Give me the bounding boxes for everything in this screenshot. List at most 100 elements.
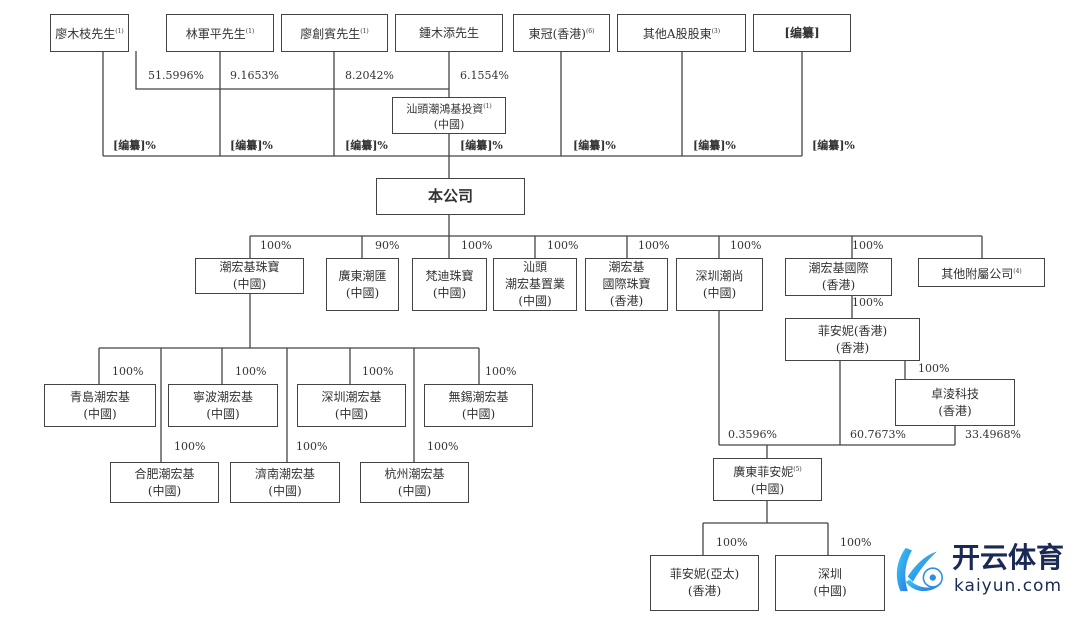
company-name: 汕頭 (522, 260, 547, 274)
region: (中國) (432, 285, 467, 300)
shareholder-box: 廖創賓先生(1) (281, 14, 388, 52)
company-name: 濟南潮宏基 (254, 466, 315, 481)
region: (香港) (938, 403, 972, 418)
redacted-pct: [编纂]% (230, 139, 273, 152)
shareholder-box: 鍾木添先生 (395, 14, 503, 52)
region: (中國) (750, 482, 785, 496)
pct-label: 100% (296, 440, 328, 453)
company-name: 卓淩科技 (930, 386, 979, 401)
footnote: (1) (245, 28, 255, 35)
company-name: 本公司 (427, 187, 473, 205)
company-name: 廣東菲安妮 (733, 465, 794, 479)
pct-label: 33.4968% (965, 428, 1021, 441)
region: (中國) (345, 285, 380, 300)
company-name: 菲安妮(香港) (817, 323, 888, 338)
footnote: (6) (585, 28, 595, 35)
watermark: 开云体育 kaiyun.com (890, 528, 1080, 618)
region: (香港) (609, 294, 644, 308)
pct-label: 51.5996% (148, 69, 204, 82)
shareholder-name: 鍾木添先生 (418, 25, 479, 40)
pct-label: 90% (375, 239, 400, 252)
pct-label: 100% (852, 296, 884, 309)
company-name: 國際珠寶 (602, 277, 651, 291)
subsidiary-box: 汕頭潮宏基置業(中國) (493, 258, 577, 311)
company-name: 杭州潮宏基 (384, 466, 445, 481)
company-name: 汕頭潮鴻基投資 (406, 102, 484, 116)
pct-label: 100% (235, 365, 267, 378)
pct-label: 100% (427, 440, 459, 453)
subsidiary-box: 深圳 (中國) (775, 555, 885, 611)
pct-label: 100% (840, 536, 872, 549)
pct-label: 100% (174, 440, 206, 453)
subsidiary-box: 菲安妮(香港) (香港) (785, 318, 920, 361)
pct-label: 6.1554% (460, 69, 509, 82)
company-name: 青島潮宏基 (69, 389, 130, 404)
pct-label: 100% (362, 365, 394, 378)
footnote: (3) (711, 28, 721, 35)
shareholder-name: 廖木枝先生 (55, 27, 116, 41)
shareholder-name: 東冠(香港) (528, 27, 586, 41)
pct-label: 100% (852, 239, 884, 252)
company-name: 廣東潮匯 (338, 268, 387, 283)
company-name: 其他附屬公司 (941, 266, 1014, 281)
region: (香港) (835, 340, 870, 355)
footnote: (1) (483, 103, 492, 111)
pct-label: 0.3596% (728, 428, 777, 441)
pct-label: 100% (730, 239, 762, 252)
company-box: 本公司 (376, 178, 525, 215)
watermark-en: kaiyun.com (954, 576, 1063, 596)
company-name: 深圳潮宏基 (321, 389, 382, 404)
company-name: 潮宏基國際 (808, 261, 869, 275)
region: (中國) (268, 483, 302, 498)
subsidiary-box: 杭州潮宏基(中國) (360, 462, 469, 503)
subsidiary-box: 深圳潮尚 (中國) (676, 258, 763, 311)
region: (中國) (813, 584, 847, 598)
pct-label: 100% (547, 239, 579, 252)
company-name: 深圳潮尚 (695, 268, 744, 283)
subsidiary-box: 卓淩科技 (香港) (895, 379, 1015, 426)
pct-label: 100% (461, 239, 493, 252)
pct-label: 8.2042% (345, 69, 394, 82)
shareholder-name: 廖創賓先生 (300, 27, 361, 41)
shareholder-name: 其他A股股東 (642, 27, 712, 41)
company-name: 無錫潮宏基 (448, 389, 509, 404)
pct-label: 100% (918, 362, 950, 375)
company-name: 合肥潮宏基 (134, 466, 195, 481)
footnote: (1) (360, 28, 369, 35)
region: (香港) (821, 278, 856, 292)
company-name: 菲安妮(亞太) (669, 567, 740, 581)
shareholder-box: 其他A股股東(3) (617, 14, 746, 52)
subsidiary-box: 青島潮宏基 (中國) (44, 384, 156, 427)
subsidiary-box: 濟南潮宏基 (中國) (230, 462, 340, 503)
holding-company-box: 汕頭潮鴻基投資(1) (中國) (392, 97, 506, 134)
region: (中國) (461, 406, 496, 421)
company-name: 潮宏基置業 (504, 277, 565, 291)
redacted-pct: [编纂]% (345, 139, 388, 152)
subsidiary-box: 無錫潮宏基 (中國) (424, 384, 533, 427)
subsidiary-box: 潮宏基國際 (香港) (785, 258, 892, 296)
region: (中國) (433, 117, 465, 131)
subsidiary-box: 其他附屬公司(4) (918, 258, 1045, 287)
region: (中國) (702, 285, 737, 300)
kaiyun-logo-icon (896, 547, 943, 592)
footnote: (4) (1013, 267, 1022, 275)
pct-label: 100% (260, 239, 292, 252)
pct-label: 100% (716, 536, 748, 549)
region: (中國) (206, 406, 240, 421)
pct-label: 9.1653% (230, 69, 279, 82)
company-name: 潮宏基珠寶 (219, 260, 280, 274)
footnote: (5) (793, 466, 802, 473)
subsidiary-box: 深圳潮宏基 (中國) (297, 384, 406, 427)
region: (中國) (83, 406, 117, 421)
subsidiary-box: 寧波潮宏基 (中國) (168, 384, 278, 427)
company-name: 梵迪珠寶 (425, 268, 474, 283)
company-name: 深圳 (817, 567, 842, 581)
shareholder-name: 林軍平先生 (185, 27, 246, 41)
company-name: 寧波潮宏基 (192, 389, 253, 404)
redacted-pct: [编纂]% (693, 139, 736, 152)
shareholder-box: [编纂] (753, 14, 851, 52)
shareholder-name: [编纂] (784, 25, 820, 40)
subsidiary-box: 廣東潮匯 (中國) (326, 258, 399, 311)
region: (中國) (334, 406, 369, 421)
